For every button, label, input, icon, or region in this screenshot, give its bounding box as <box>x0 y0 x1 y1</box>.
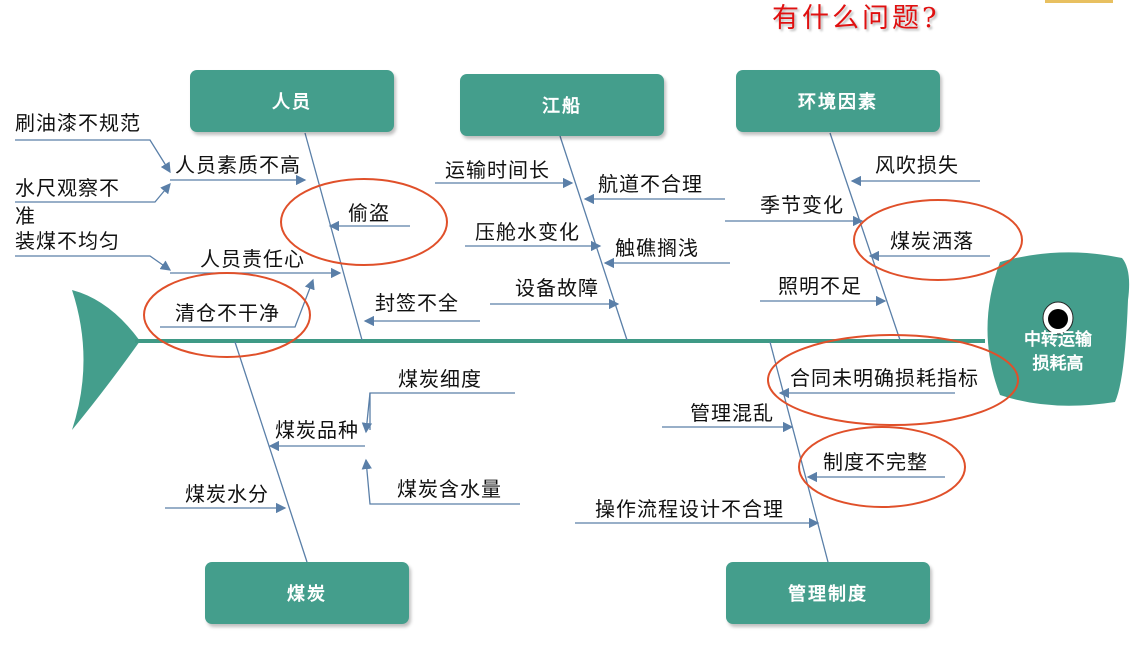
cause-label: 管理混乱 <box>690 401 774 425</box>
cause-label: 偷盗 <box>348 201 390 225</box>
cause-label: 人员责任心 <box>200 247 305 271</box>
cause-label: 季节变化 <box>760 193 844 217</box>
cause-label: 刷油漆不规范 <box>15 111 141 135</box>
problem-label: 中转运输 损耗高 <box>1008 328 1108 376</box>
cause-label: 合同未明确损耗指标 <box>790 366 979 390</box>
cause-label: 清仓不干净 <box>175 301 280 325</box>
cause-label: 运输时间长 <box>445 158 550 182</box>
cause-label: 设备故障 <box>515 276 599 300</box>
category-people: 人员 <box>190 70 394 132</box>
cause-label: 操作流程设计不合理 <box>595 497 784 521</box>
highlight-ellipse <box>853 199 1023 281</box>
category-environment: 环境因素 <box>736 70 940 132</box>
cause-label: 准 <box>15 204 36 228</box>
highlight-ellipse <box>143 272 311 358</box>
cause-label: 制度不完整 <box>823 450 928 474</box>
category-management: 管理制度 <box>726 562 930 624</box>
category-ship: 江船 <box>460 74 664 136</box>
cause-label: 煤炭细度 <box>398 367 482 391</box>
cause-label: 触礁搁浅 <box>615 236 699 260</box>
cause-label: 煤炭品种 <box>275 418 359 442</box>
problem-line1: 中转运输 <box>1024 330 1092 350</box>
highlight-ellipse <box>767 334 1019 426</box>
cause-label: 封签不全 <box>375 291 459 315</box>
decorative-bar <box>1045 0 1113 3</box>
cause-label: 压舱水变化 <box>475 220 580 244</box>
problem-line2: 损耗高 <box>1032 354 1084 374</box>
cause-label: 煤炭洒落 <box>890 229 974 253</box>
cause-label: 煤炭含水量 <box>397 477 502 501</box>
highlight-ellipse <box>798 426 966 508</box>
cause-label: 水尺观察不 <box>15 176 120 200</box>
cause-label: 照明不足 <box>778 274 862 298</box>
page-title: 有什么问题? <box>772 3 940 34</box>
cause-label: 人员素质不高 <box>175 153 301 177</box>
cause-label: 装煤不均匀 <box>15 229 120 253</box>
fish-tail <box>72 290 140 430</box>
cause-label: 风吹损失 <box>875 153 959 177</box>
highlight-ellipse <box>280 178 448 266</box>
cause-label: 航道不合理 <box>598 172 703 196</box>
category-coal: 煤炭 <box>205 562 409 624</box>
cause-label: 煤炭水分 <box>185 482 269 506</box>
